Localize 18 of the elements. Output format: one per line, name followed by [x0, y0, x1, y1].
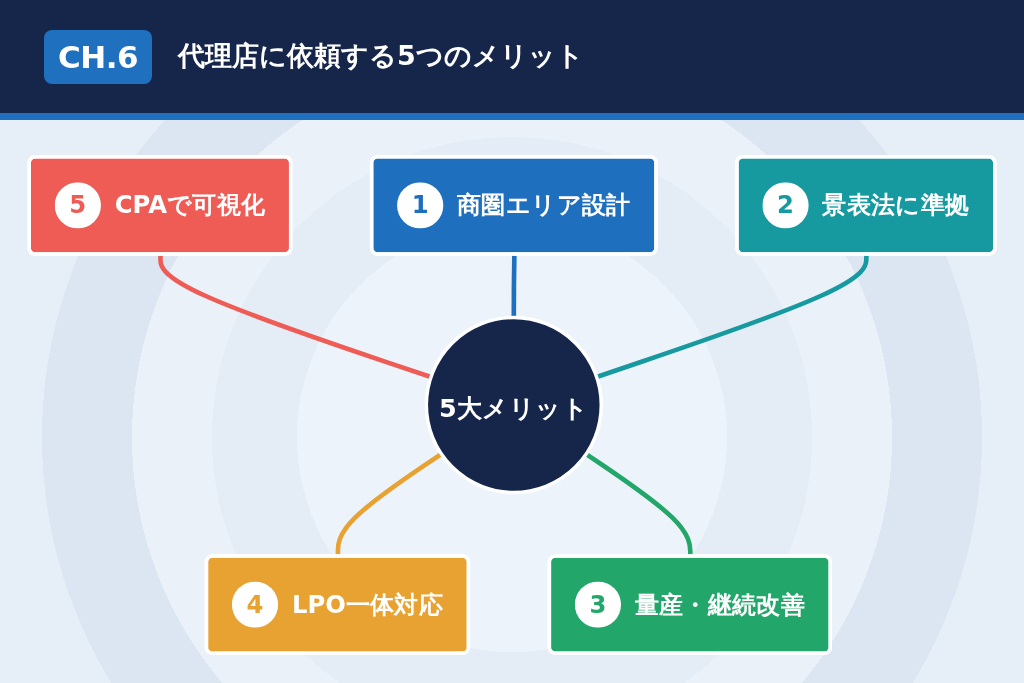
connector-line: [511, 254, 517, 318]
node-text: 商圏エリア設計: [457, 190, 631, 222]
title-heading: 代理店に依頼する5つのメリット: [178, 39, 584, 73]
benefit-box: [735, 155, 997, 256]
hub-circle: [424, 315, 603, 495]
benefit-box: [547, 554, 833, 655]
node-text: 5大メリット: [439, 393, 589, 425]
node-text: LPO一体対応: [292, 589, 443, 621]
node-text: 景表法に準拠: [822, 190, 970, 222]
benefit-box: [369, 155, 658, 256]
connector-line: [335, 452, 443, 557]
connector-line: [158, 254, 432, 380]
connector-line: [584, 452, 693, 557]
benefit-box: [27, 155, 293, 256]
benefit-box: [204, 554, 471, 655]
node-text: 量産・継続改善: [634, 589, 805, 621]
node-text: CPAで可視化: [114, 190, 266, 222]
chapter-badge: CH.6: [44, 30, 153, 84]
